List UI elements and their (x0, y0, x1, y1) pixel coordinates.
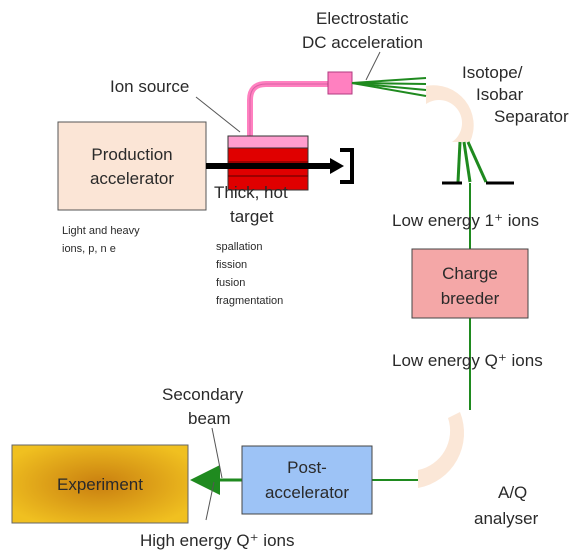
ion-source-pipe (247, 81, 330, 136)
isotope-separator-magnet (426, 85, 474, 142)
reaction-fragmentation: fragmentation (216, 295, 284, 307)
aq-analyser-magnet (418, 412, 465, 488)
low-energy-qplus-label: Low energy Q⁺ ions (392, 351, 543, 370)
target-top-plate (227, 135, 309, 149)
post-accelerator-label-1: Post- (287, 458, 327, 477)
low-energy-1plus-label: Low energy 1⁺ ions (392, 211, 539, 230)
separator-label-3: Separator (494, 107, 569, 126)
ion-source-label: Ion source (110, 77, 190, 96)
reaction-spallation: spallation (216, 241, 263, 253)
charge-breeder-box (411, 248, 529, 319)
particles-label-1: Light and heavy (62, 225, 140, 237)
target-label-2: target (230, 207, 274, 226)
secondary-beam-label-2: beam (188, 409, 231, 428)
aq-analyser-label-1: A/Q (498, 483, 528, 502)
production-accelerator-label-1: Production (91, 145, 172, 164)
separator-label-2: Isobar (476, 85, 524, 104)
post-accelerator-label-2: accelerator (265, 483, 349, 502)
separator-label-1: Isotope/ (462, 63, 523, 82)
separator-output-beams (456, 141, 488, 183)
leader-lines (195, 51, 381, 521)
charge-breeder-label-2: breeder (441, 289, 500, 308)
electrostatic-beam-lines (351, 77, 427, 97)
electrostatic-label-2: DC acceleration (302, 33, 423, 52)
target-label-1: Thick, hot (214, 183, 288, 202)
charge-breeder-label-1: Charge (442, 264, 498, 283)
high-energy-qplus-label: High energy Q⁺ ions (140, 531, 295, 550)
production-accelerator-label-2: accelerator (90, 169, 174, 188)
experiment-label: Experiment (57, 475, 143, 494)
reaction-fusion: fusion (216, 277, 246, 289)
reaction-fission: fission (216, 259, 248, 271)
post-accelerator-box (241, 445, 373, 515)
ion-source-box (327, 71, 353, 95)
experiment-box (11, 444, 189, 524)
particles-label-2: ions, p, n e (62, 243, 116, 255)
secondary-beam-label-1: Secondary (162, 385, 244, 404)
production-accelerator-box (57, 121, 207, 211)
aq-analyser-label-2: analyser (474, 509, 539, 528)
electrostatic-label-1: Electrostatic (316, 9, 409, 28)
beam-dump-icon (340, 148, 354, 184)
